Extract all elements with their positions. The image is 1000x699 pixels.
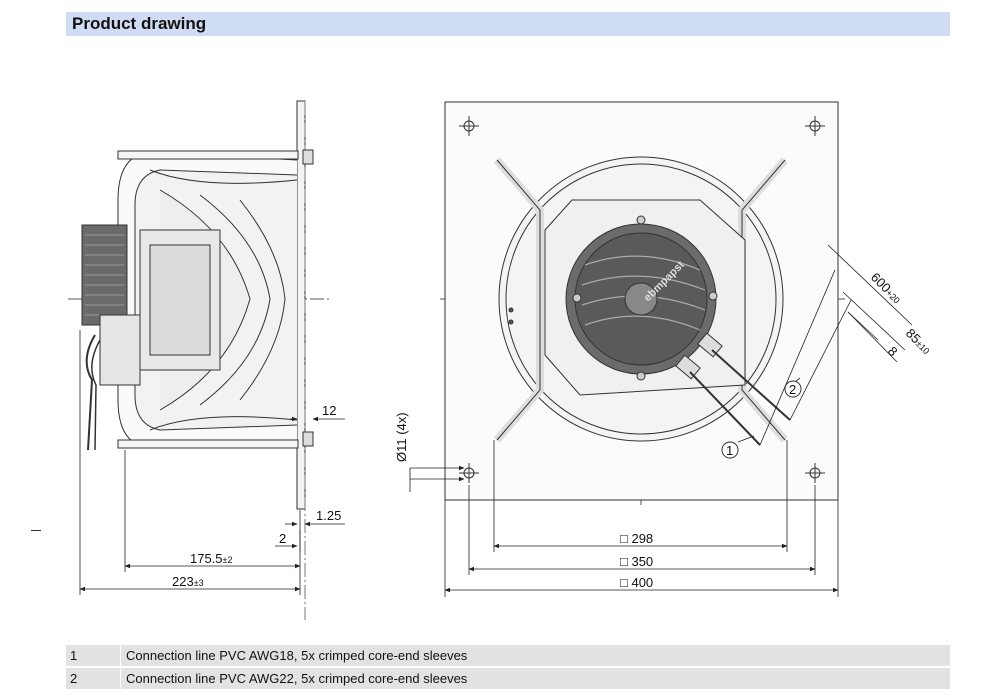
legend-divider <box>120 668 121 689</box>
legend-row-1: 1 Connection line PVC AWG18, 5x crimped … <box>66 645 950 666</box>
legend-text: Connection line PVC AWG18, 5x crimped co… <box>126 648 468 663</box>
dim-2: 2 <box>279 531 286 546</box>
product-drawing: 12 1.25 2 175.5±2 223±3 <box>68 100 934 620</box>
dim-175-5: 175.5±2 <box>190 551 233 566</box>
callout-2: 2 <box>789 382 796 397</box>
section-header: Product drawing <box>66 12 950 36</box>
margin-tick <box>31 530 41 531</box>
legend-number: 1 <box>70 648 78 663</box>
callout-1: 1 <box>726 443 733 458</box>
dim-8: 8 <box>885 344 901 360</box>
legend-divider <box>120 645 121 666</box>
callout-1-circle <box>721 441 739 459</box>
dim-85: 85±10 <box>903 326 934 357</box>
dim-223: 223±3 <box>172 574 204 589</box>
dim-12: 12 <box>322 403 336 418</box>
dim-350: □ 350 <box>620 554 653 569</box>
dim-hole: Ø11 (4x) <box>394 412 409 462</box>
legend-text: Connection line PVC AWG22, 5x crimped co… <box>126 671 468 686</box>
side-dimensions <box>79 330 345 595</box>
dim-1-25: 1.25 <box>316 508 341 523</box>
front-dimensions <box>409 244 913 597</box>
dim-400: □ 400 <box>620 575 653 590</box>
callout-2-circle <box>784 380 802 398</box>
side-view <box>68 100 330 620</box>
dim-298: □ 298 <box>620 531 653 546</box>
legend-row-2: 2 Connection line PVC AWG22, 5x crimped … <box>66 668 950 689</box>
front-view <box>440 101 845 505</box>
section-title: Product drawing <box>72 14 207 33</box>
mount-hole <box>459 116 825 483</box>
legend-number: 2 <box>70 671 78 686</box>
